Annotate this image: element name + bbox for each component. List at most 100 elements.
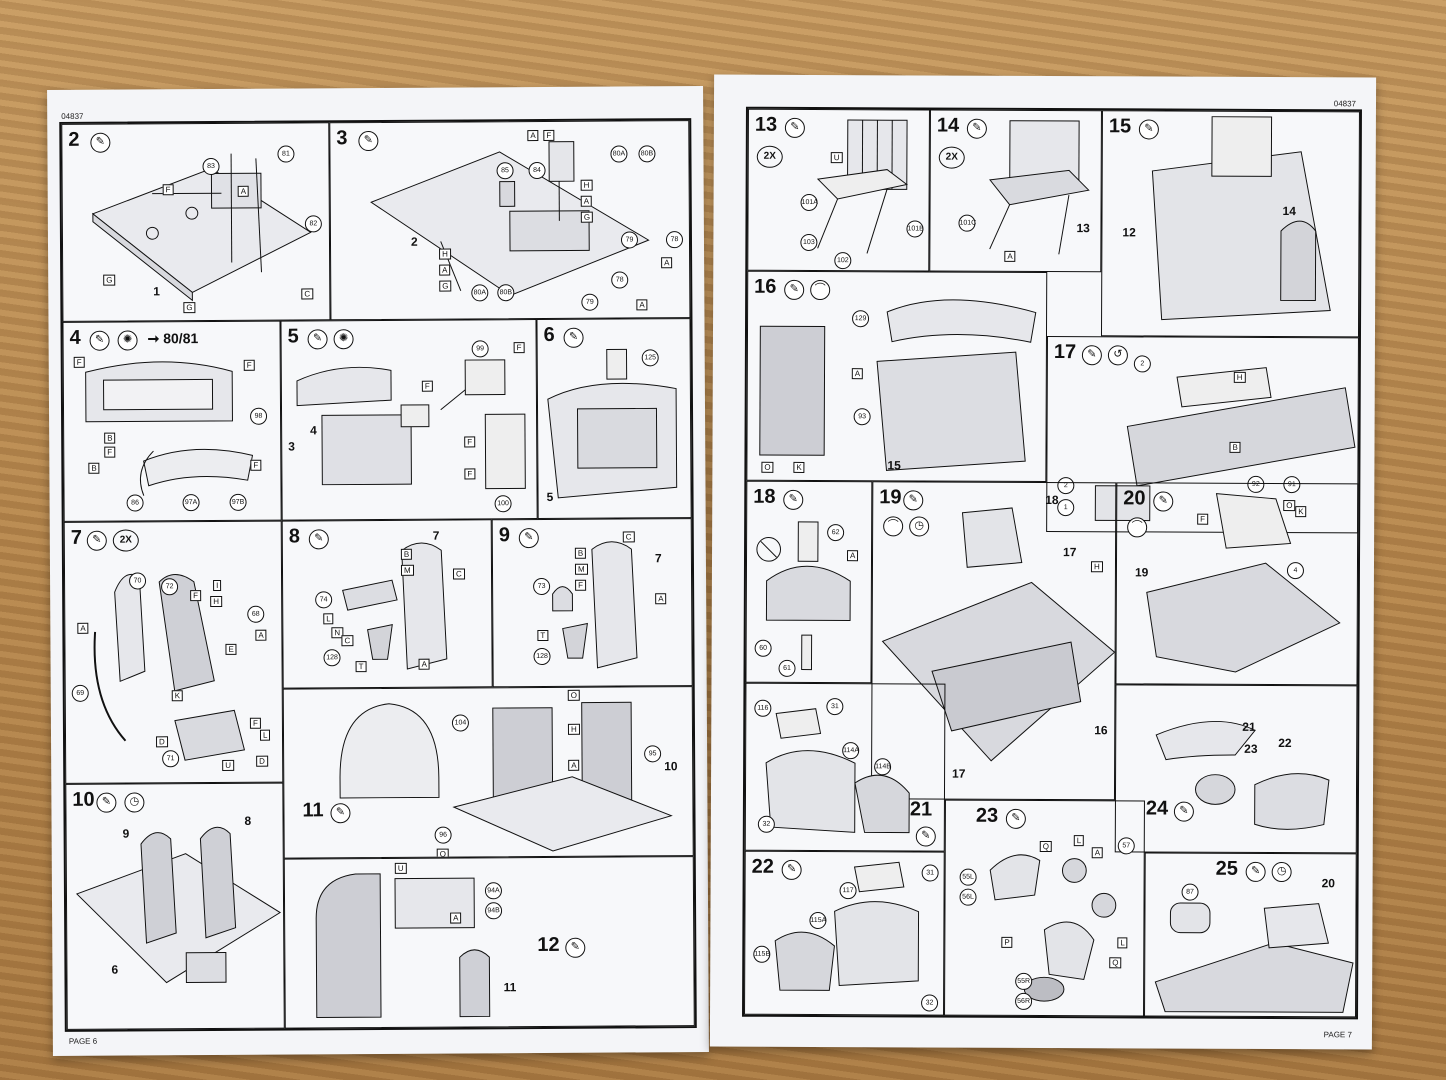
- glue-tag: M: [400, 564, 414, 576]
- part-number: 12: [1122, 225, 1136, 240]
- glue-tag: K: [793, 461, 805, 473]
- part-number: 16: [1094, 723, 1108, 738]
- step-20-drawing: [1146, 493, 1341, 673]
- step-10-panel: 10 ✎ ◷ 9 8 6: [65, 782, 285, 1030]
- glue-tag: M: [574, 563, 588, 575]
- glue-tag: F: [73, 356, 85, 368]
- part-label: 72: [161, 578, 179, 596]
- part-label: 78: [611, 271, 629, 289]
- step-3-panel: 3 ✎ 85 84 80A 80B 79 78 80A 80B 79 78 2 …: [329, 120, 691, 321]
- step-7-panel: 7 ✎ 2X 70 72 68 69 71 A F H I A E K F L …: [63, 520, 284, 784]
- part-label: 79: [581, 293, 599, 311]
- part-number: 19: [1134, 565, 1149, 580]
- glue-tag: T: [537, 629, 549, 642]
- part-number: 7: [432, 528, 440, 543]
- step-15-drawing: [1151, 116, 1331, 321]
- document-number: 04837: [1333, 99, 1357, 109]
- step-5-panel: 5 ✎ ✺ 99 100 3 4 F F F F: [280, 319, 538, 521]
- step-9-drawing: [552, 541, 638, 669]
- step-20-panel: 20 ✎ ⌒ 19 4 K: [1115, 482, 1359, 686]
- part-label: 117: [839, 882, 857, 900]
- glue-tag: F: [190, 590, 202, 602]
- part-number: 20: [1321, 876, 1335, 891]
- part-label: 56L: [959, 888, 977, 906]
- steps-frame-right: 13 ✎ 2X 101A 103 102 101B U 14 ✎ 2X: [742, 106, 1362, 1020]
- step-3-drawing: [370, 141, 650, 296]
- part-label: 80B: [497, 284, 515, 302]
- glue-tag: F: [250, 459, 262, 471]
- glue-tag: B: [1229, 441, 1241, 453]
- step-7-drawing: [93, 573, 246, 761]
- glue-tag: F: [464, 468, 476, 480]
- part-label: 71: [162, 750, 180, 768]
- glue-tag: U: [222, 759, 234, 771]
- step-17-panel: 17 ✎ ↺ 2 2 1 92 91 90 89 H B F O: [1046, 336, 1359, 534]
- glue-tag: A: [255, 629, 267, 641]
- step-4-panel: 4 ✎ ✺ ➞ 80/81 98 86 97A 97B F F B F B F: [62, 320, 282, 522]
- part-label: 68: [247, 605, 265, 623]
- part-number: 7: [654, 551, 662, 566]
- step-16-drawing: [759, 299, 1037, 471]
- step-11-drawing: [339, 701, 673, 852]
- glue-tag: F: [421, 380, 433, 392]
- glue-tag: G: [103, 274, 116, 286]
- step-23-drawing: [989, 854, 1117, 1002]
- glue-tag: D: [256, 755, 268, 767]
- part-label: 115A: [809, 911, 827, 930]
- step-22-drawing: [774, 861, 920, 991]
- glue-tag: C: [301, 288, 314, 300]
- part-label: 128: [533, 647, 551, 666]
- step-14-panel: 14 ✎ 2X 101C 13 A: [929, 109, 1102, 273]
- part-label: 94A: [484, 882, 503, 900]
- glue-tag: L: [323, 613, 334, 625]
- glue-tag: L: [1073, 835, 1085, 847]
- glue-tag: A: [636, 299, 648, 311]
- step-5-drawing: [296, 359, 526, 490]
- instruction-page-right: 04837 13 ✎ 2X 101A 103 102 101B U 14: [709, 74, 1377, 1050]
- glue-tag: F: [464, 436, 476, 448]
- part-label: 86: [126, 494, 144, 512]
- glue-tag: A: [851, 368, 864, 380]
- part-number: 11: [503, 980, 517, 995]
- glue-tag: B: [104, 432, 116, 444]
- glue-tag: H: [1233, 371, 1246, 383]
- step-12-drawing: [315, 873, 491, 1018]
- page-number: PAGE 6: [68, 1036, 98, 1046]
- part-number: 3: [288, 439, 295, 454]
- step-19-panel: 19 ✎ ⌒ ◷ 18 17 16 17 H: [870, 481, 1117, 801]
- part-label: 2: [1133, 355, 1151, 373]
- part-label: 32: [757, 815, 775, 833]
- step-18-panel: 18 ✎ 62 60 61 A: [745, 480, 873, 684]
- part-number: 6: [111, 962, 119, 977]
- glue-tag: Q: [1109, 957, 1122, 969]
- part-label: 79: [620, 231, 639, 249]
- glue-tag: Q: [1039, 840, 1053, 853]
- part-number: 1: [153, 284, 161, 299]
- step-23-panel: 23 ✎ 55L 56L 57 55R 56R Q L A P L Q: [944, 799, 1145, 1017]
- part-number: 23: [1244, 741, 1258, 756]
- part-number: 18: [1045, 493, 1059, 508]
- glue-tag: A: [568, 759, 580, 771]
- step-19-drawing: [881, 507, 1116, 762]
- part-label: 102: [834, 252, 852, 270]
- part-label: 114B: [874, 758, 892, 776]
- step-24-panel: 24 ✎ 21 23 22: [1114, 684, 1358, 854]
- part-label: 81: [277, 145, 295, 163]
- glue-tag: B: [400, 548, 413, 560]
- step-10-drawing: [75, 826, 282, 984]
- part-number: 5: [546, 489, 554, 504]
- part-label: 97B: [229, 493, 247, 511]
- glue-tag: K: [171, 690, 184, 702]
- part-label: 104: [451, 714, 469, 732]
- glue-tag: I: [213, 579, 222, 592]
- part-label: 98: [250, 407, 268, 425]
- part-number: 17: [952, 766, 966, 781]
- part-number: 21: [1242, 719, 1256, 734]
- glue-tag: B: [88, 462, 100, 474]
- part-label: 100: [494, 495, 512, 513]
- part-number: 13: [1076, 221, 1090, 236]
- step-6-drawing: [547, 348, 678, 499]
- step-25-drawing: [1154, 902, 1354, 1013]
- step-21-panel: 21 ✎ 116 31 114A 114B 32: [744, 682, 946, 852]
- part-number: 17: [1063, 545, 1077, 560]
